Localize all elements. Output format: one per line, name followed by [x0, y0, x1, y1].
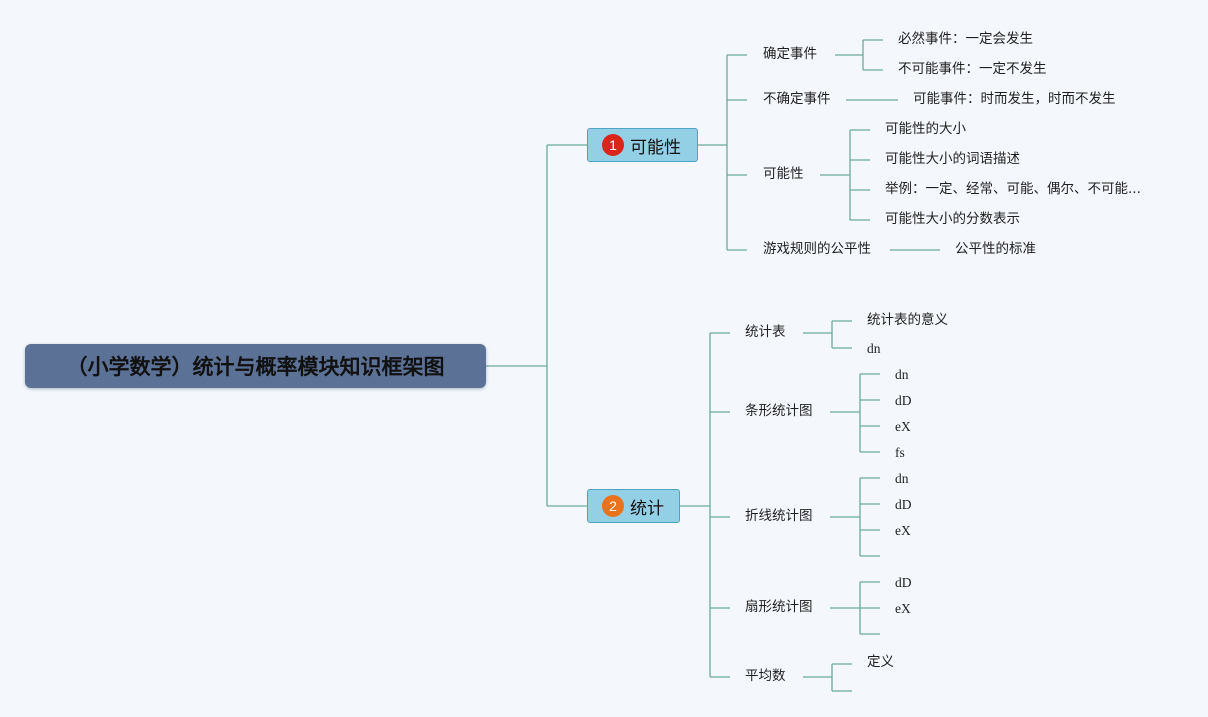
topic-uncertain-events[interactable]: 不确定事件: [763, 91, 831, 107]
leaf-line-1[interactable]: dn: [895, 471, 909, 486]
branch-possibility[interactable]: 1 可能性: [587, 128, 698, 162]
badge-one-icon: 1: [602, 134, 624, 156]
badge-two-icon: 2: [602, 495, 624, 517]
topic-pie-chart[interactable]: 扇形统计图: [745, 599, 813, 615]
leaf-pie-1[interactable]: dD: [895, 575, 912, 590]
leaf-line-3[interactable]: eX: [895, 523, 911, 538]
topic-average[interactable]: 平均数: [745, 668, 786, 684]
leaf-table-2[interactable]: dn: [867, 341, 881, 356]
leaf-uncertain-1[interactable]: 可能事件：时而发生，时而不发生: [913, 91, 1116, 107]
leaf-line-2[interactable]: dD: [895, 497, 912, 512]
leaf-certain-2[interactable]: 不可能事件：一定不发生: [898, 61, 1047, 77]
leaf-table-1[interactable]: 统计表的意义: [867, 312, 948, 328]
leaf-certain-1[interactable]: 必然事件：一定会发生: [898, 31, 1033, 47]
topic-game-fairness[interactable]: 游戏规则的公平性: [763, 241, 871, 257]
leaf-bar-1[interactable]: dn: [895, 367, 909, 382]
leaf-bar-4[interactable]: fs: [895, 445, 905, 460]
branch-possibility-label: 可能性: [630, 137, 681, 158]
topic-stat-table[interactable]: 统计表: [745, 324, 786, 340]
leaf-average-1[interactable]: 定义: [867, 654, 894, 670]
leaf-bar-2[interactable]: dD: [895, 393, 912, 408]
leaf-pie-2[interactable]: eX: [895, 601, 911, 616]
leaf-possibility-4[interactable]: 可能性大小的分数表示: [885, 211, 1020, 227]
branch-statistics-label: 统计: [630, 498, 664, 519]
topic-line-chart[interactable]: 折线统计图: [745, 508, 813, 524]
topic-bar-chart[interactable]: 条形统计图: [745, 403, 813, 419]
leaf-possibility-3[interactable]: 举例：一定、经常、可能、偶尔、不可能...: [885, 181, 1141, 197]
topic-certain-events[interactable]: 确定事件: [763, 46, 817, 62]
root-topic[interactable]: （小学数学）统计与概率模块知识框架图: [25, 344, 486, 388]
leaf-possibility-2[interactable]: 可能性大小的词语描述: [885, 151, 1020, 167]
branch-statistics[interactable]: 2 统计: [587, 489, 680, 523]
topic-possibility[interactable]: 可能性: [763, 166, 804, 182]
leaf-fairness-1[interactable]: 公平性的标准: [955, 241, 1036, 257]
leaf-bar-3[interactable]: eX: [895, 419, 911, 434]
leaf-possibility-1[interactable]: 可能性的大小: [885, 121, 966, 137]
root-title: （小学数学）统计与概率模块知识框架图: [66, 355, 445, 379]
